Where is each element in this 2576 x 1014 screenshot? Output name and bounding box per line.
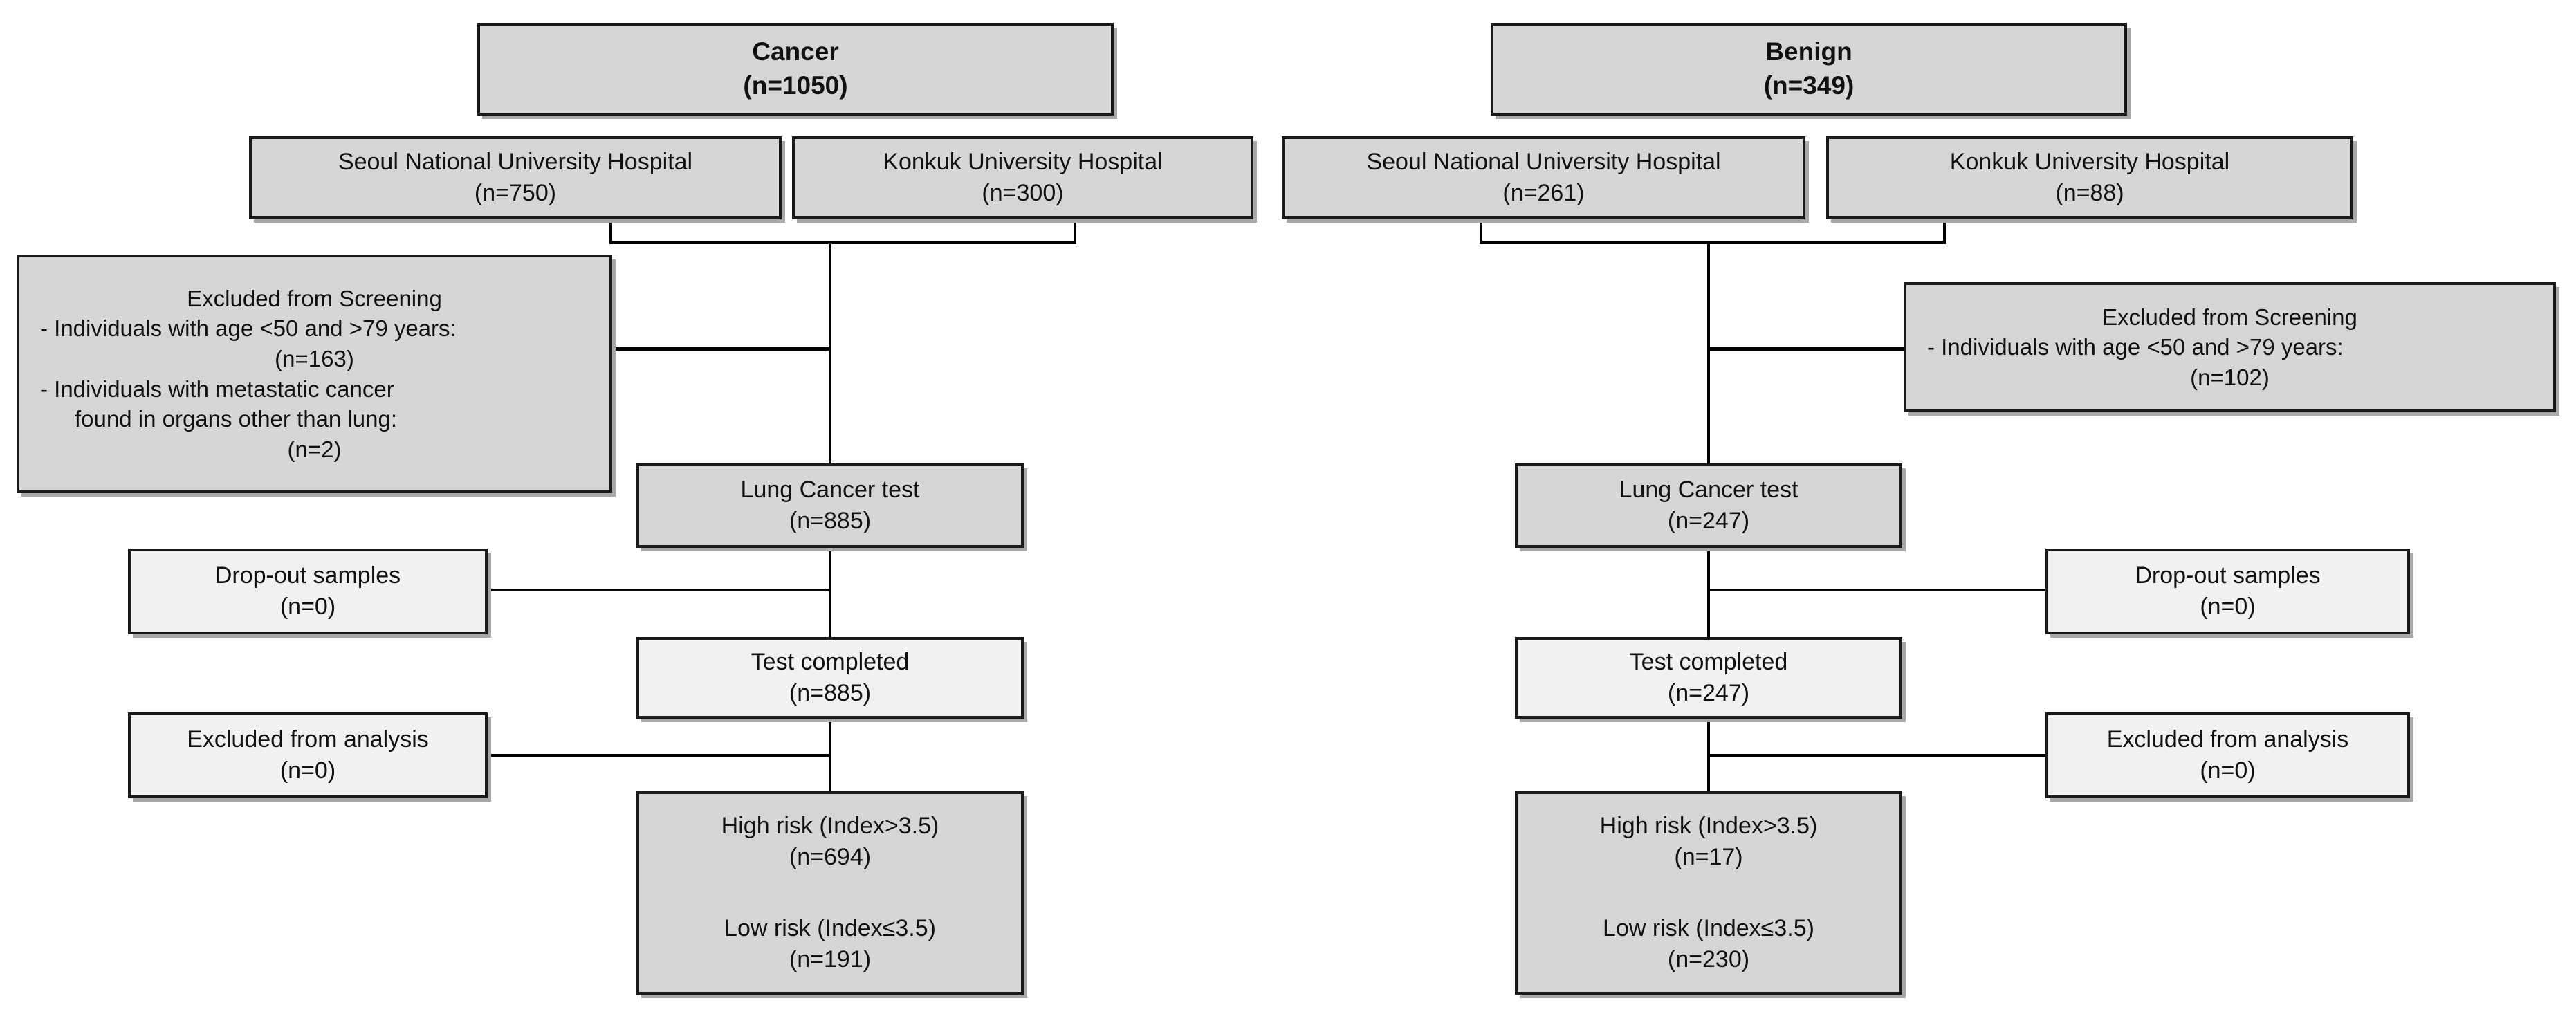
dropout-samples-cancer-count: (n=0) [279,593,336,620]
excluded-screening-cancer-line: - Individuals with age <50 and >79 years… [40,315,457,342]
benign-header-count: (n=349) [1763,71,1855,100]
test-completed-cancer-box: Test completed (n=885) [636,637,1024,719]
benign-header-box: Benign (n=349) [1491,23,2127,116]
connector-trunk-cancer-1 [829,241,831,465]
dropout-samples-benign-title: Drop-out samples [2135,562,2321,589]
low-risk-benign-title: Low risk (Index≤3.5) [1603,915,1814,941]
konkuk-hospital-cancer-box: Konkuk University Hospital (n=300) [792,136,1253,219]
excluded-screening-benign-line: - Individuals with age <50 and >79 years… [1927,334,2344,360]
lung-cancer-test-benign-box: Lung Cancer test (n=247) [1515,463,1902,548]
connector-bracket-benign [1480,241,1946,244]
connector-dropout-benign [1709,589,2048,591]
excluded-screening-cancer-line: found in organs other than lung: [75,406,398,432]
lung-cancer-test-cancer-count: (n=885) [789,508,872,534]
connector-stub-seoul-benign [1480,219,1482,243]
excluded-analysis-benign-count: (n=0) [2200,757,2256,784]
high-risk-benign-count: (n=17) [1674,844,1743,871]
cancer-header-count: (n=1050) [743,71,848,100]
connector-excluded-screening-cancer [607,347,831,351]
seoul-hospital-benign-box: Seoul National University Hospital (n=26… [1282,136,1805,219]
konkuk-hospital-benign-title: Konkuk University Hospital [1949,149,2230,176]
connector-excluded-analysis-benign [1709,754,2048,757]
lung-cancer-test-cancer-box: Lung Cancer test (n=885) [636,463,1024,548]
excluded-screening-benign-box: Excluded from Screening - Individuals wi… [1904,282,2556,412]
connector-trunk-cancer-2 [829,546,831,638]
excluded-screening-cancer-line: - Individuals with metastatic cancer [40,376,394,402]
seoul-hospital-benign-title: Seoul National University Hospital [1366,149,1721,176]
connector-trunk-benign-1 [1707,241,1710,465]
cancer-header-title: Cancer [752,37,839,66]
excluded-analysis-benign-box: Excluded from analysis (n=0) [2045,712,2410,798]
test-completed-benign-box: Test completed (n=247) [1515,637,1902,719]
high-risk-benign-title: High risk (Index>3.5) [1599,813,1818,840]
lung-cancer-test-benign-title: Lung Cancer test [1619,477,1798,504]
excluded-screening-cancer-line: (n=2) [287,436,342,462]
connector-stub-konkuk-benign [1943,219,1946,243]
connector-excluded-analysis-cancer [486,754,831,757]
excluded-analysis-cancer-box: Excluded from analysis (n=0) [128,712,488,798]
dropout-samples-benign-box: Drop-out samples (n=0) [2045,549,2410,634]
connector-dropout-cancer [486,589,831,591]
seoul-hospital-benign-count: (n=261) [1502,180,1585,206]
excluded-analysis-cancer-title: Excluded from analysis [187,726,429,753]
low-risk-cancer-title: Low risk (Index≤3.5) [724,915,936,941]
lung-cancer-test-benign-count: (n=247) [1667,508,1750,534]
risk-result-benign-box: High risk (Index>3.5) (n=17) Low risk (I… [1515,791,1902,995]
dropout-samples-cancer-box: Drop-out samples (n=0) [128,549,488,634]
connector-stub-konkuk-cancer [1074,219,1076,243]
excluded-analysis-cancer-count: (n=0) [279,757,336,784]
low-risk-cancer-count: (n=191) [789,946,872,972]
dropout-samples-cancer-title: Drop-out samples [214,562,401,589]
test-completed-cancer-title: Test completed [751,649,910,676]
risk-result-cancer-box: High risk (Index>3.5) (n=694) Low risk (… [636,791,1024,995]
connector-bracket-cancer [609,241,1076,244]
excluded-screening-cancer-line: (n=163) [275,345,354,371]
seoul-hospital-cancer-count: (n=750) [474,180,557,206]
cancer-header-box: Cancer (n=1050) [477,23,1114,116]
konkuk-hospital-benign-count: (n=88) [2055,180,2124,206]
connector-stub-seoul-cancer [609,219,612,243]
konkuk-hospital-cancer-count: (n=300) [982,180,1064,206]
konkuk-hospital-cancer-title: Konkuk University Hospital [883,149,1163,176]
connector-excluded-screening-benign [1709,347,1905,351]
connector-trunk-benign-2 [1707,546,1710,638]
low-risk-benign-count: (n=230) [1667,946,1750,972]
benign-header-title: Benign [1765,37,1852,66]
test-completed-benign-count: (n=247) [1667,680,1750,706]
lung-cancer-test-cancer-title: Lung Cancer test [740,477,920,504]
high-risk-cancer-count: (n=694) [789,844,872,871]
excluded-screening-cancer-box: Excluded from Screening - Individuals wi… [17,255,612,493]
test-completed-benign-title: Test completed [1629,649,1788,676]
high-risk-cancer-title: High risk (Index>3.5) [721,813,939,840]
excluded-screening-cancer-line: Excluded from Screening [187,285,442,311]
seoul-hospital-cancer-title: Seoul National University Hospital [338,149,693,176]
seoul-hospital-cancer-box: Seoul National University Hospital (n=75… [249,136,782,219]
test-completed-cancer-count: (n=885) [789,680,872,706]
excluded-screening-benign-line: Excluded from Screening [2102,304,2357,330]
konkuk-hospital-benign-box: Konkuk University Hospital (n=88) [1826,136,2353,219]
dropout-samples-benign-count: (n=0) [2200,593,2256,620]
excluded-screening-benign-line: (n=102) [2190,364,2270,390]
excluded-analysis-benign-title: Excluded from analysis [2106,726,2349,753]
